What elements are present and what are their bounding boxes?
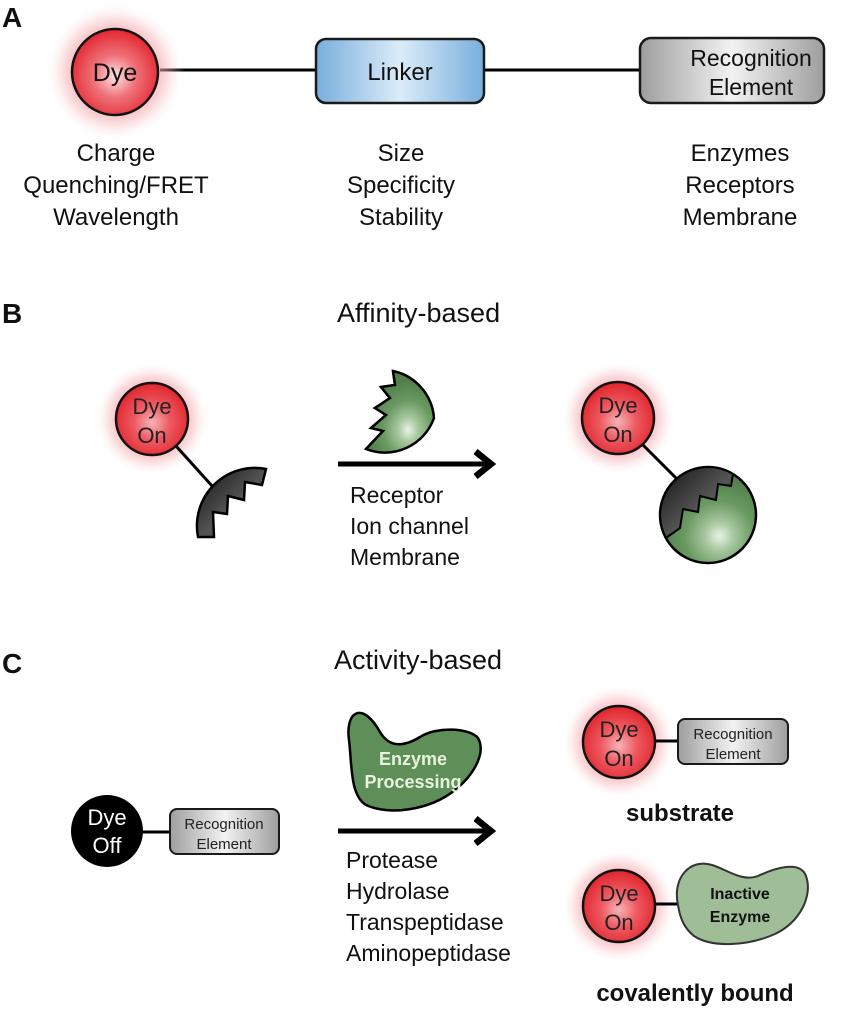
linker-label: Linker: [367, 59, 432, 86]
section-title-activity: Activity-based: [334, 645, 503, 675]
caption-covalently-bound: covalently bound: [596, 980, 794, 1007]
inactive-enzyme-label-line1: Inactive: [710, 886, 770, 903]
dye-property: Charge: [76, 140, 156, 167]
affinity-target: Membrane: [350, 544, 460, 570]
panel-c: Dye Off Recognition Element Enzyme Proce…: [71, 684, 809, 964]
dye-property: Quenching/FRET: [23, 172, 209, 199]
recognition-element-label-line2: Element: [709, 74, 794, 100]
dye-property: Wavelength: [53, 204, 179, 231]
inactive-enzyme-label-line2: Enzyme: [710, 909, 771, 926]
dye-properties: Charge Quenching/FRET Wavelength: [20, 138, 212, 234]
bound-tether: [640, 442, 678, 480]
affinity-target: Receptor: [350, 482, 444, 508]
enzyme-processing-label-line1: Enzyme: [379, 749, 447, 769]
recognition-property: Receptors: [685, 172, 795, 199]
enzyme-processing-shape: [347, 711, 482, 812]
dye-label: Dye: [93, 59, 137, 87]
probe-recognition-label-line1: Recognition: [184, 816, 263, 833]
panel-a: Dye Linker Recognition Element: [45, 2, 826, 142]
dye-on-circle: [114, 381, 190, 457]
panel-label-c: C: [2, 648, 23, 679]
activity-targets: Protease Hydrolase Transpeptidase Aminop…: [346, 845, 511, 969]
activity-target: Protease: [346, 847, 439, 873]
substrate-recognition-label-line1: Recognition: [693, 726, 772, 743]
substrate-dye-label-line2: On: [604, 746, 633, 771]
activity-target: Transpeptidase: [346, 909, 504, 935]
linker-property: Stability: [358, 204, 444, 231]
linker-box: [314, 37, 486, 105]
recognition-element-label-line1: Recognition: [690, 45, 811, 71]
dye-off-label-line2: Off: [93, 833, 123, 858]
affinity-targets: Receptor Ion channel Membrane: [350, 480, 469, 573]
linker-properties: Size Specificity Stability: [318, 138, 484, 234]
bound-dye-circle: [581, 868, 657, 944]
activity-target: Hydrolase: [346, 878, 450, 904]
enzyme-processing-label-line2: Processing: [364, 772, 461, 792]
panel-label-b: B: [2, 298, 23, 329]
panel-label-a: A: [2, 2, 23, 33]
section-title-affinity: Affinity-based: [337, 298, 501, 328]
panel-b: Dye On Dye On: [94, 360, 758, 565]
caption-substrate: substrate: [625, 800, 735, 827]
substrate-dye-circle: [581, 704, 657, 780]
bound-dye-label-line1: Dye: [599, 881, 638, 906]
linker-property: Size: [377, 140, 425, 167]
dye-on-bound-label-line2: On: [603, 422, 632, 447]
dye-on-circle-bound: [580, 380, 656, 456]
target-green-pocket: [363, 369, 436, 454]
recognition-cup-black: [195, 466, 268, 539]
inactive-enzyme-shape: [675, 862, 809, 945]
recognition-property: Membrane: [682, 204, 798, 231]
substrate-recognition-label-line2: Element: [705, 746, 761, 763]
dye-off-circle: [71, 795, 143, 867]
dye-on-label-line1: Dye: [132, 394, 171, 419]
dye-circle: [70, 27, 160, 117]
affinity-target: Ion channel: [350, 513, 469, 539]
probe-tether: [174, 444, 215, 489]
probe-recognition-label-line2: Element: [196, 836, 252, 853]
dye-on-bound-label-line1: Dye: [598, 393, 637, 418]
bound-dye-label-line2: On: [604, 910, 633, 935]
activity-target: Aminopeptidase: [346, 940, 511, 966]
recognition-element-box: [638, 36, 826, 105]
bound-complex-black-cap: [659, 466, 735, 540]
dye-off-label-line1: Dye: [87, 805, 126, 830]
substrate-dye-label-line1: Dye: [599, 717, 638, 742]
probe-recognition-box: [169, 808, 280, 855]
substrate-recognition-box: [677, 718, 789, 765]
dye-on-label-line2: On: [137, 423, 166, 448]
linker-property: Specificity: [346, 172, 456, 199]
recognition-properties: Enzymes Receptors Membrane: [660, 138, 820, 234]
recognition-property: Enzymes: [690, 140, 790, 167]
